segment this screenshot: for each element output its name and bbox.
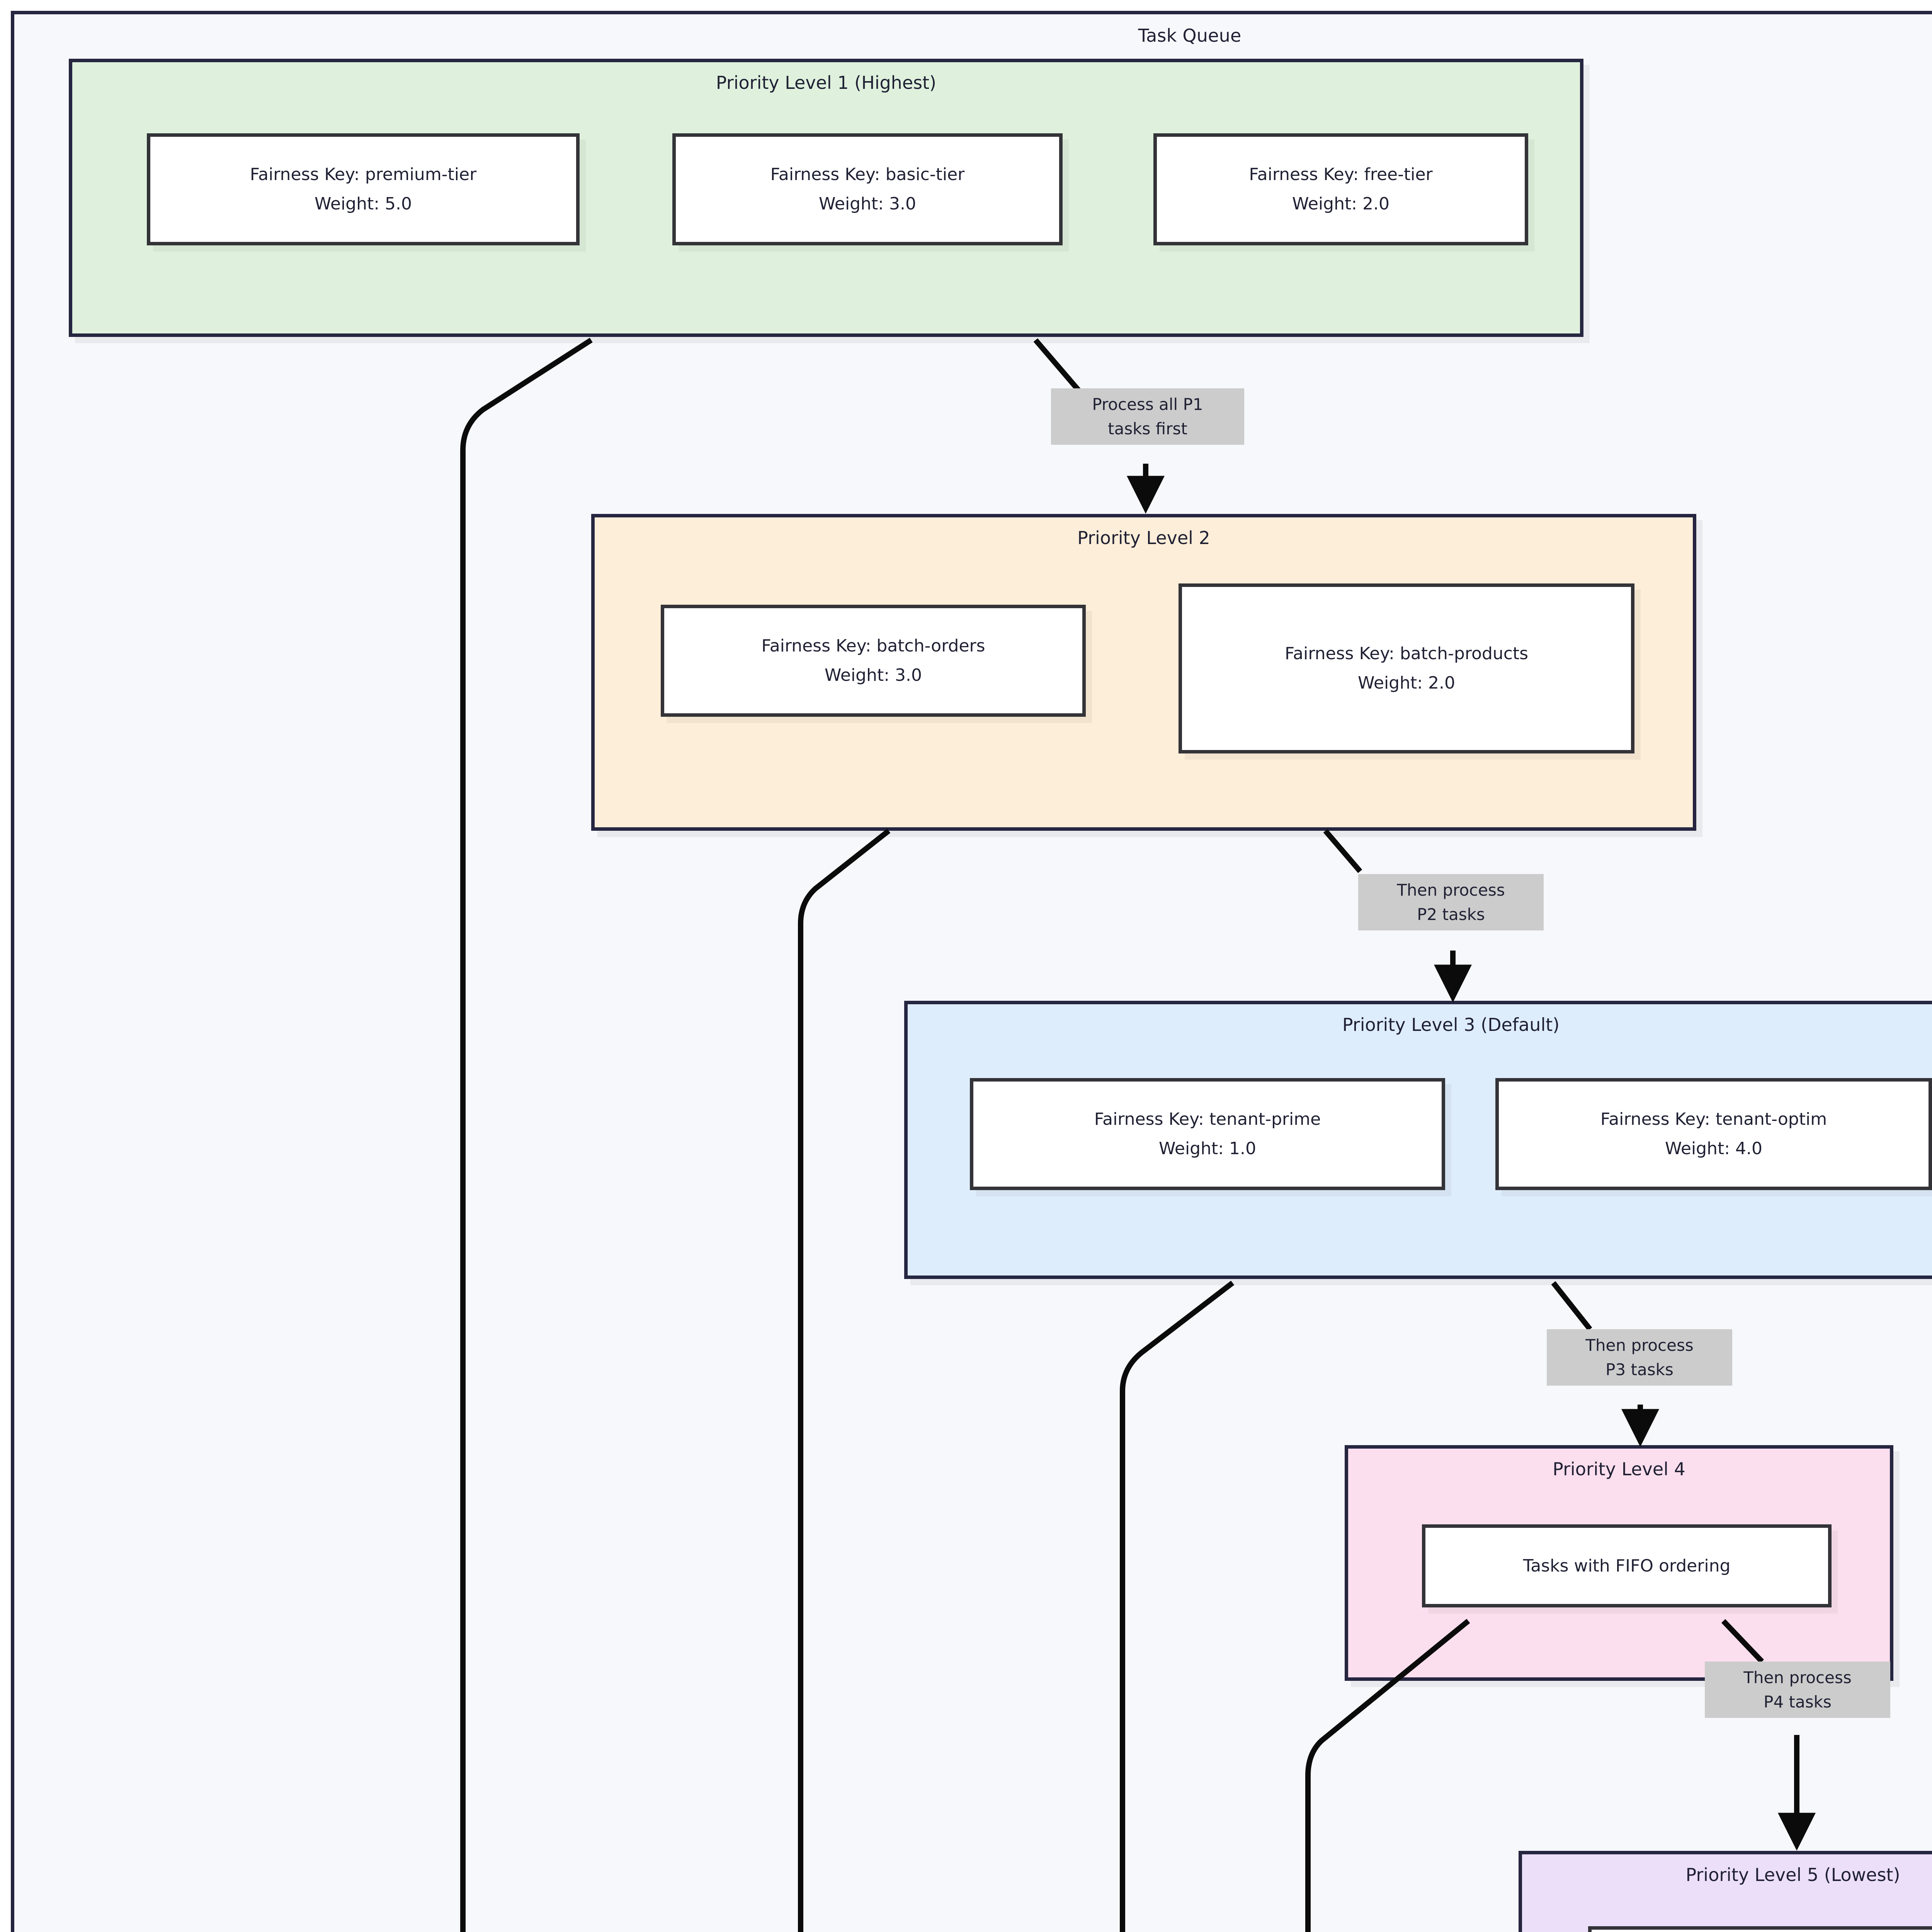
fairness-key-label: Fairness Key: basic-tier (770, 165, 965, 185)
weight-label: Weight: 2.0 (1357, 673, 1456, 693)
node-p1-free-tier[interactable]: Fairness Key: free-tier Weight: 2.0 (1153, 133, 1528, 245)
subgraph-priority-level-5: Priority Level 5 (Lowest) (1519, 1851, 1932, 1932)
edge-label-p2-p3: Then process P2 tasks (1358, 874, 1544, 930)
edge-label-line-1: Process all P1 (1092, 395, 1203, 414)
fairness-key-label: Fairness Key: tenant-optim (1600, 1109, 1827, 1129)
priority-level-3-title: Priority Level 3 (Default) (1342, 1014, 1560, 1035)
fairness-key-label: Fairness Key: batch-orders (761, 636, 985, 656)
weight-label: Weight: 4.0 (1665, 1139, 1763, 1158)
edge-label-line-2: P2 tasks (1417, 905, 1485, 924)
node-p2-batch-products[interactable]: Fairness Key: batch-products Weight: 2.0 (1179, 583, 1634, 753)
edge-label-line-1: Then process (1397, 881, 1505, 900)
edge-label-line-2: P3 tasks (1605, 1360, 1673, 1379)
priority-level-5-title: Priority Level 5 (Lowest) (1685, 1864, 1900, 1885)
weight-label: Weight: 5.0 (314, 194, 412, 214)
priority-level-4-title: Priority Level 4 (1553, 1459, 1685, 1480)
fairness-key-label: Fairness Key: tenant-prime (1094, 1109, 1321, 1129)
node-p5-fifo[interactable]: Tasks with FIFO ordering (1588, 1926, 1932, 1932)
edge-label-line-2: tasks first (1108, 419, 1187, 438)
priority-level-2-title: Priority Level 2 (1077, 527, 1210, 548)
node-p4-fifo[interactable]: Tasks with FIFO ordering (1422, 1524, 1832, 1607)
edge-label-p1-p2: Process all P1 tasks first (1051, 388, 1244, 445)
fifo-label: Tasks with FIFO ordering (1523, 1556, 1731, 1576)
edge-label-p3-p4: Then process P3 tasks (1547, 1329, 1732, 1386)
edge-label-p4-p5: Then process P4 tasks (1705, 1662, 1890, 1718)
fairness-key-label: Fairness Key: premium-tier (250, 165, 477, 185)
node-p3-tenant-optim[interactable]: Fairness Key: tenant-optim Weight: 4.0 (1495, 1078, 1932, 1190)
task-queue-title: Task Queue (1138, 25, 1242, 46)
weight-label: Weight: 3.0 (818, 194, 917, 214)
weight-label: Weight: 2.0 (1292, 194, 1390, 214)
node-p1-basic-tier[interactable]: Fairness Key: basic-tier Weight: 3.0 (672, 133, 1063, 245)
edge-label-line-1: Then process (1585, 1336, 1694, 1355)
edge-label-line-1: Then process (1743, 1668, 1852, 1687)
edge-label-line-2: P4 tasks (1764, 1692, 1832, 1711)
fairness-key-label: Fairness Key: free-tier (1249, 165, 1433, 185)
node-p1-premium-tier[interactable]: Fairness Key: premium-tier Weight: 5.0 (147, 133, 580, 245)
weight-label: Weight: 1.0 (1158, 1139, 1257, 1158)
node-p2-batch-orders[interactable]: Fairness Key: batch-orders Weight: 3.0 (661, 605, 1086, 717)
fairness-key-label: Fairness Key: batch-products (1284, 644, 1529, 664)
node-p3-tenant-prime[interactable]: Fairness Key: tenant-prime Weight: 1.0 (970, 1078, 1445, 1190)
weight-label: Weight: 3.0 (824, 665, 922, 685)
priority-level-1-title: Priority Level 1 (Highest) (716, 72, 937, 93)
